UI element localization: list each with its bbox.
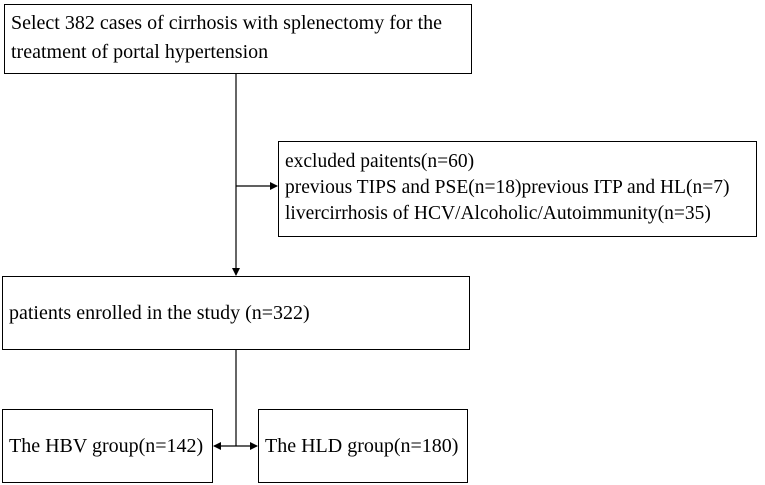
select-cases-box: Select 382 cases of cirrhosis with splen…	[4, 4, 472, 74]
hbv-group-text: The HBV group(n=142)	[9, 435, 204, 457]
enrolled-patients-box: patients enrolled in the study (n=322)	[2, 276, 470, 350]
hld-group-box: The HLD group(n=180)	[258, 409, 468, 483]
excluded-patients-line-1: excluded paitents(n=60)	[285, 151, 475, 172]
hbv-group-box: The HBV group(n=142)	[2, 409, 213, 483]
hld-group-text: The HLD group(n=180)	[265, 435, 459, 457]
select-cases-line-1: Select 382 cases of cirrhosis with splen…	[11, 12, 442, 34]
excluded-patients-box: excluded paitents(n=60) previous TIPS an…	[278, 141, 757, 237]
select-cases-line-2: treatment of portal hypertension	[11, 41, 269, 63]
excluded-patients-line-3: livercirrhosis of HCV/Alcoholic/Autoimmu…	[285, 203, 711, 224]
enrolled-patients-text: patients enrolled in the study (n=322)	[9, 302, 310, 324]
excluded-patients-line-2: previous TIPS and PSE(n=18)previous ITP …	[285, 177, 730, 198]
